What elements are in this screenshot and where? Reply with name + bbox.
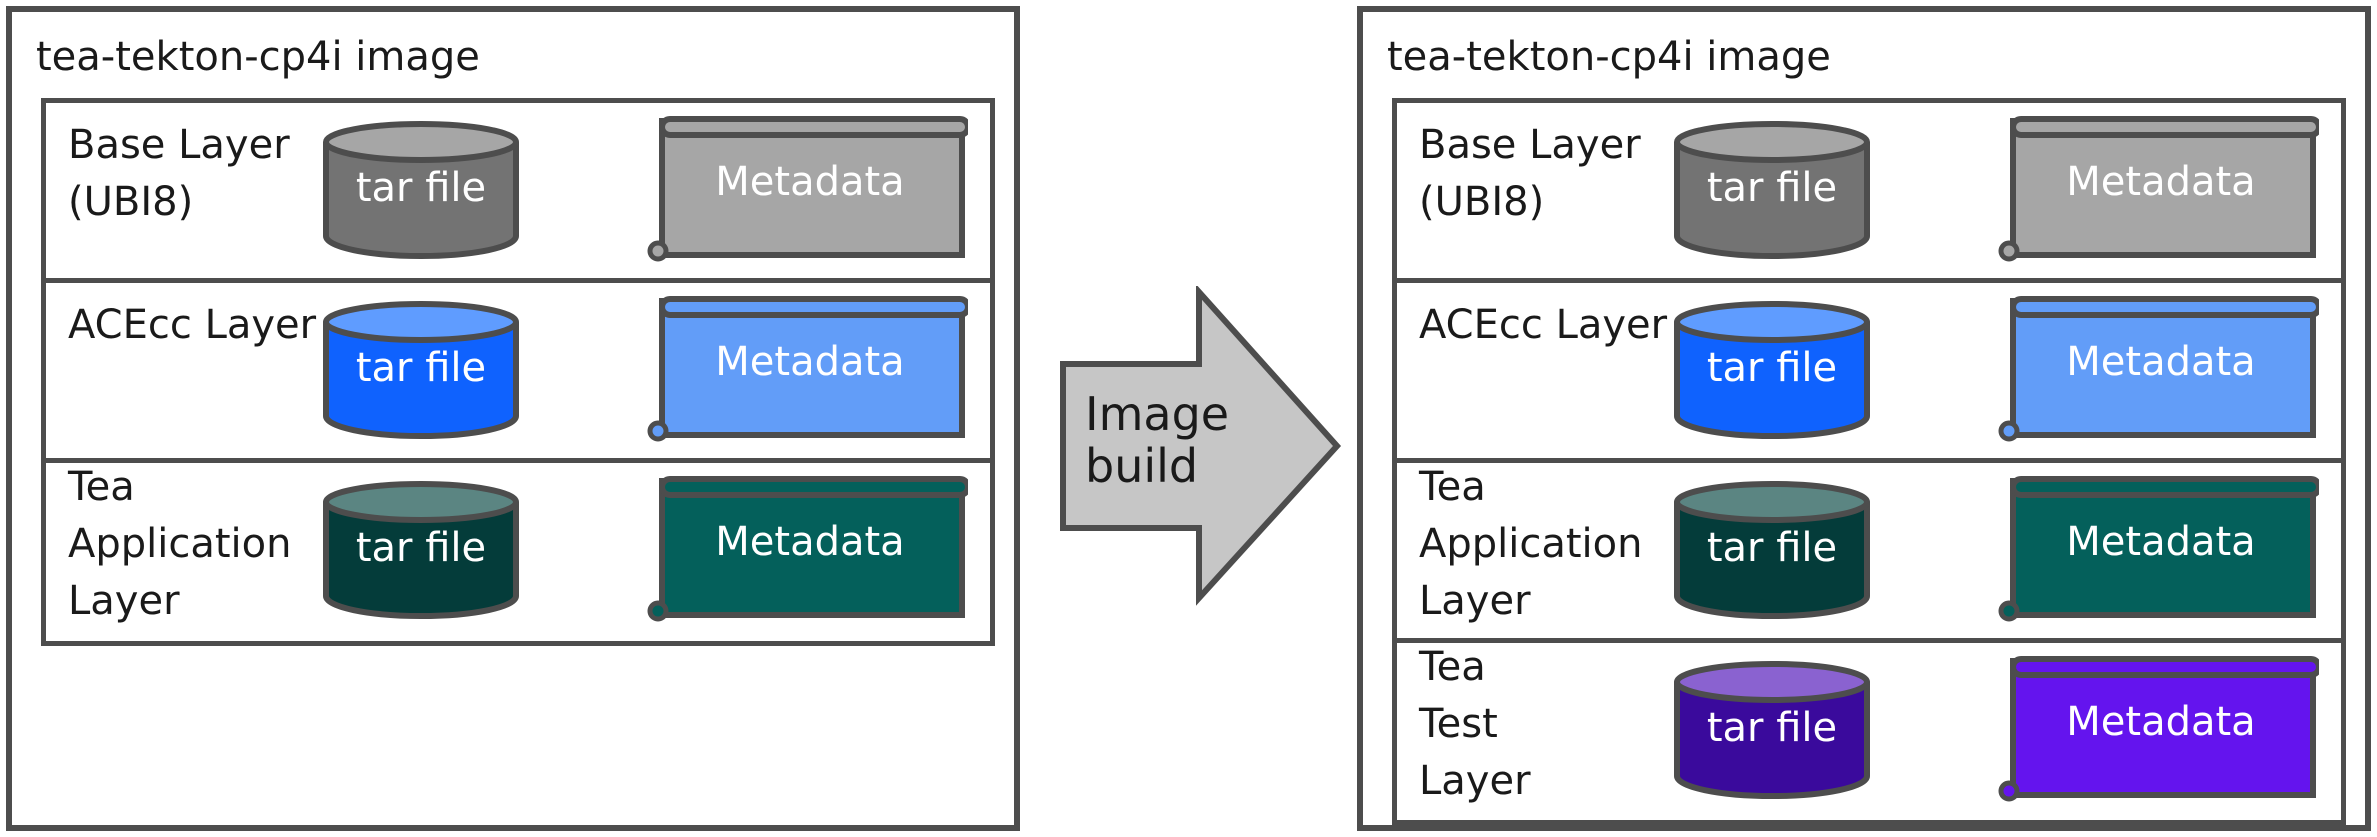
layer-name-line: Base Layer [68,122,290,168]
layer-row: Base Layer (UBI8) tar file Metadata [46,103,990,283]
image-build-arrow: Image build [1059,286,1345,606]
tar-file-label: tar file [1706,345,1838,391]
layer-row: ACEcc Layer tar file Metadata [1397,283,2341,463]
layer-name-line: Tea [1419,644,1486,690]
metadata-scroll: Metadata [1997,115,2319,263]
layer-row: ACEcc Layer tar file Metadata [46,283,990,463]
layer-name-line: (UBI8) [1419,179,1545,225]
layer-name-line: ACEcc Layer [68,302,317,348]
tar-file-label: tar file [355,345,487,391]
tar-file-cylinder: tar file [1673,660,1871,800]
layer-name-line: Base Layer [1419,122,1641,168]
layer-name-line: Application [1419,521,1643,567]
right-image-panel: tea-tekton-cp4i image Base Layer (UBI8) ta… [1357,6,2371,831]
metadata-label: Metadata [2066,519,2256,565]
layer-name: ACEcc Layer [68,297,316,354]
metadata-scroll: Metadata [1997,295,2319,443]
arrow-label: Image build [1085,388,1229,492]
layer-name: ACEcc Layer [1419,297,1667,354]
layer-name-line: Layer [1419,758,1531,804]
metadata-scroll: Metadata [646,295,968,443]
metadata-label: Metadata [715,159,905,205]
tar-file-cylinder: tar file [1673,120,1871,260]
left-image-panel: tea-tekton-cp4i image Base Layer (UBI8) ta… [6,6,1020,831]
metadata-label: Metadata [2066,159,2256,205]
metadata-scroll: Metadata [646,115,968,263]
layer-row: Base Layer (UBI8) tar file Metadata [1397,103,2341,283]
layer-name: Base Layer (UBI8) [68,117,290,231]
metadata-label: Metadata [715,519,905,565]
metadata-scroll: Metadata [1997,655,2319,803]
arrow-label-line-2: build [1085,439,1199,493]
tar-file-label: tar file [355,165,487,211]
metadata-label: Metadata [715,339,905,385]
layer-name-line: Application [68,521,292,567]
arrow-shape [1060,286,1342,606]
tar-file-cylinder: tar file [1673,300,1871,440]
tar-file-cylinder: tar file [322,480,520,620]
layer-name-line: Test [1419,701,1498,747]
tar-file-label: tar file [1706,165,1838,211]
left-panel-title: tea-tekton-cp4i image [36,34,480,80]
right-panel-title: tea-tekton-cp4i image [1387,34,1831,80]
metadata-label: Metadata [2066,339,2256,385]
tar-file-cylinder: tar file [1673,480,1871,620]
layer-name-line: (UBI8) [68,179,194,225]
tar-file-label: tar file [1706,525,1838,571]
metadata-scroll: Metadata [1997,475,2319,623]
tar-file-cylinder: tar file [322,120,520,260]
layer-name-line: Layer [68,578,180,624]
metadata-label: Metadata [2066,699,2256,745]
layer-name-line: Tea [68,464,135,510]
layer-name-line: Tea [1419,464,1486,510]
layer-name: Base Layer (UBI8) [1419,117,1641,231]
arrow-label-line-1: Image [1085,387,1230,441]
tar-file-label: tar file [1706,705,1838,751]
layer-name-line: Layer [1419,578,1531,624]
layer-name-line: ACEcc Layer [1419,302,1668,348]
tar-file-cylinder: tar file [322,300,520,440]
tar-file-label: tar file [355,525,487,571]
metadata-scroll: Metadata [646,475,968,623]
